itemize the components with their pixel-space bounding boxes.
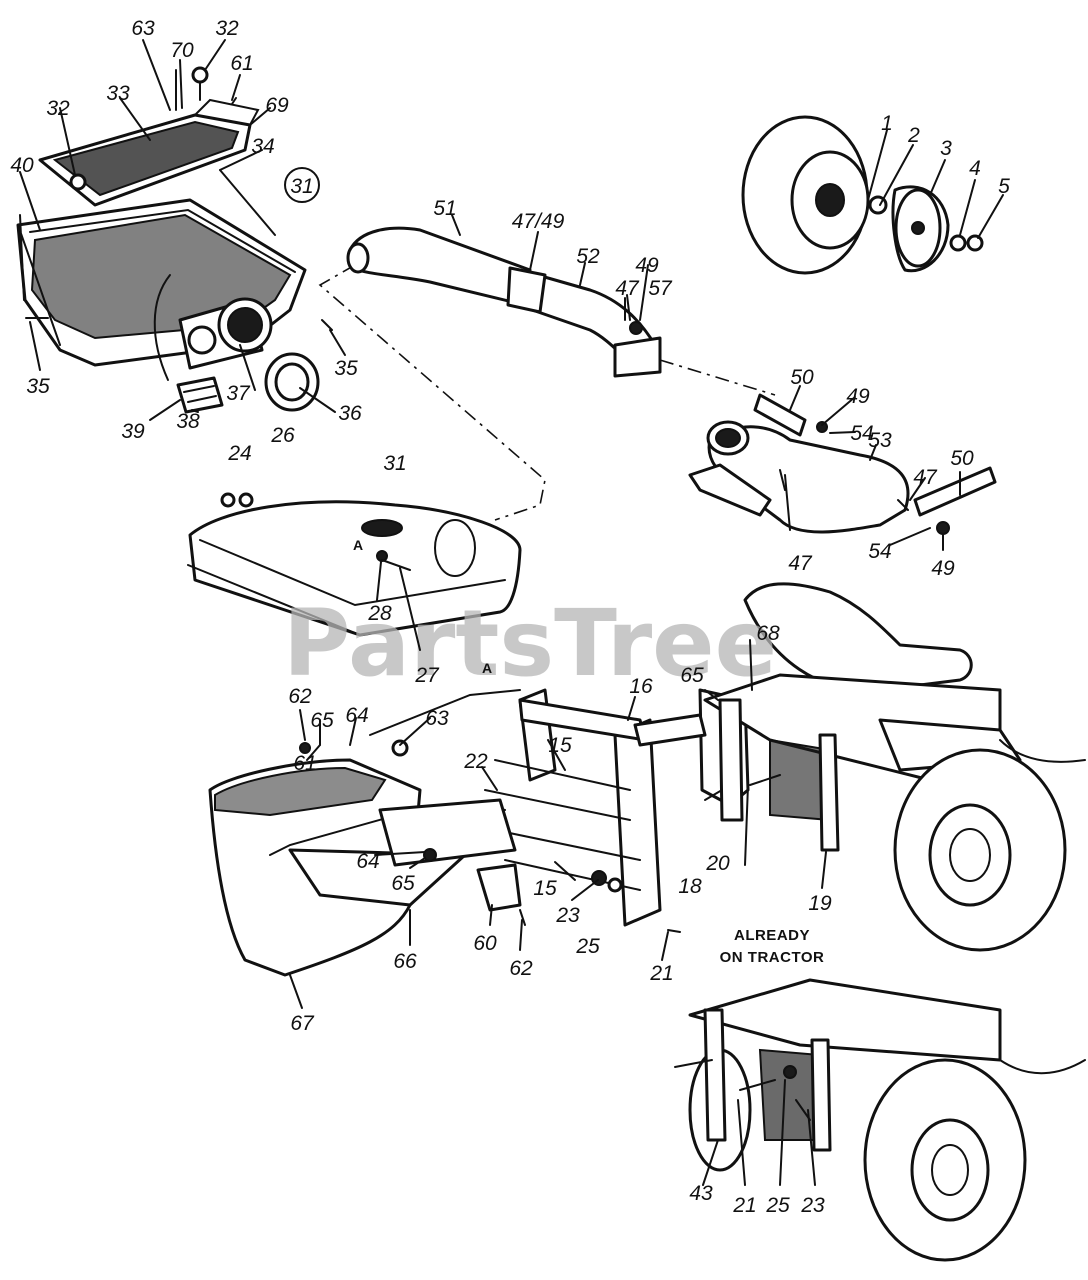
callout-62: 62 <box>509 957 533 980</box>
callout-47: 47 <box>615 277 640 300</box>
callout-26: 26 <box>270 424 295 447</box>
callout-22: 22 <box>463 750 488 773</box>
callout-36: 36 <box>338 402 362 425</box>
callout-37: 37 <box>226 382 251 405</box>
callout-65: 65 <box>310 709 334 732</box>
mount-frame <box>484 688 750 933</box>
callout-39: 39 <box>121 420 145 443</box>
chute-53-assembly <box>688 393 997 535</box>
connector-letter-a2: A <box>482 660 492 676</box>
grass-bag-67 <box>208 689 526 977</box>
callout-69: 69 <box>265 94 289 117</box>
note-line-2: ON TRACTOR <box>720 949 825 966</box>
callout-54: 54 <box>850 422 873 445</box>
inset-tractor-rear <box>688 978 1086 1262</box>
callout-64: 64 <box>356 850 379 873</box>
callout-49: 49 <box>635 254 659 277</box>
callout-31: 31 <box>290 175 313 198</box>
callout-27: 27 <box>414 664 440 687</box>
callout-21: 21 <box>649 962 673 985</box>
callout-21: 21 <box>732 1194 756 1217</box>
latch-38 <box>176 376 224 414</box>
wheel-hub-assembly <box>741 115 984 275</box>
callout-68: 68 <box>756 622 780 645</box>
callout-2: 2 <box>907 124 920 147</box>
callout-62: 62 <box>288 685 312 708</box>
callout-57: 57 <box>648 277 673 300</box>
callout-65: 65 <box>680 664 704 687</box>
chute-51 <box>348 226 532 307</box>
callout-66: 66 <box>393 950 417 973</box>
callout-3: 3 <box>940 137 952 160</box>
bracket-50a <box>753 393 807 437</box>
callout-34: 34 <box>251 135 274 158</box>
callout-31-circled: 31 <box>284 167 320 203</box>
callout-31: 31 <box>383 452 406 475</box>
callout-25: 25 <box>575 935 600 958</box>
callout-47: 47 <box>913 466 938 489</box>
callout-49: 49 <box>846 385 870 408</box>
connector-letter-a1: A <box>353 537 363 553</box>
callout-61: 61 <box>230 52 253 75</box>
callout-labels: 1 2 3 4 5 15 15 16 18 19 20 21 21 22 23 … <box>10 17 1010 1217</box>
callout-47: 47 <box>788 552 813 575</box>
callout-70: 70 <box>170 39 194 62</box>
callout-35: 35 <box>26 375 50 398</box>
callout-1: 1 <box>881 112 893 135</box>
callout-18: 18 <box>678 875 702 898</box>
callout-50: 50 <box>790 366 814 389</box>
leader-lines <box>19 39 1004 1186</box>
callout-28: 28 <box>367 602 392 625</box>
routing-dashed-line <box>318 264 546 521</box>
bag-top-assembly <box>16 66 333 414</box>
callout-64: 64 <box>345 704 368 727</box>
callout-32: 32 <box>215 17 239 40</box>
watermark: PartsTree <box>283 590 777 697</box>
callout-33: 33 <box>106 82 130 105</box>
callout-15: 15 <box>533 877 557 900</box>
callout-63: 63 <box>425 707 449 730</box>
callout-25: 25 <box>765 1194 790 1217</box>
callout-15: 15 <box>548 734 572 757</box>
callout-52: 52 <box>576 245 600 268</box>
tractor-rear <box>703 582 1086 952</box>
cover-31 <box>187 492 522 637</box>
callout-32: 32 <box>46 97 70 120</box>
callout-50: 50 <box>950 447 974 470</box>
callout-23: 23 <box>800 1194 825 1217</box>
callout-19: 19 <box>808 892 832 915</box>
callout-53: 53 <box>868 429 892 452</box>
seat <box>743 582 973 692</box>
ring-36 <box>264 352 320 412</box>
callout-35: 35 <box>334 357 358 380</box>
note-line-1: ALREADY <box>734 927 810 944</box>
chute-tubes <box>346 226 662 378</box>
callout-5: 5 <box>998 175 1010 198</box>
callout-67: 67 <box>290 1012 315 1035</box>
callout-54: 54 <box>868 540 891 563</box>
callout-24: 24 <box>227 442 251 465</box>
callout-20: 20 <box>705 852 730 875</box>
callout-4: 4 <box>969 157 981 180</box>
callout-60: 60 <box>473 932 497 955</box>
callout-65: 65 <box>391 872 415 895</box>
callout-63: 63 <box>131 17 155 40</box>
callout-61: 61 <box>293 752 316 775</box>
callout-43: 43 <box>689 1182 713 1205</box>
callout-38: 38 <box>176 410 200 433</box>
callout-51: 51 <box>433 197 456 220</box>
callout-16: 16 <box>629 675 653 698</box>
callout-23: 23 <box>555 904 580 927</box>
callout-47-49: 47/49 <box>512 210 565 233</box>
callout-40: 40 <box>10 154 34 177</box>
callout-49: 49 <box>931 557 955 580</box>
bracket-50b <box>913 466 997 517</box>
